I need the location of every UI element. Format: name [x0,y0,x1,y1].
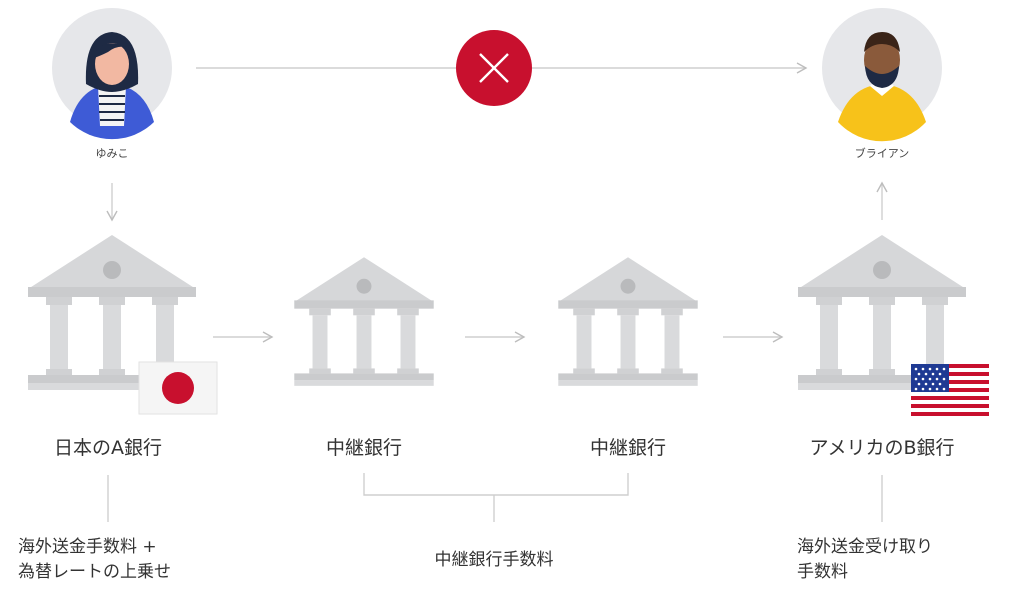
receiver-avatar [822,8,942,142]
intermediary-bank-label-2: 中継銀行 [589,437,667,459]
bank-building-icon-intermediary-1 [294,257,434,386]
destination-fee-label: 海外送金受け取り 手数料 [797,537,933,582]
destination-bank-label: アメリカのB銀行 [809,437,955,459]
origin-bank-label: 日本のA銀行 [54,437,162,459]
bank-building-icon-intermediary-2 [558,257,698,386]
japan-flag-icon [138,361,218,415]
intermediary-fee-label: 中継銀行手数料 [434,550,554,570]
fee-bracket-intermediary [363,473,629,522]
sender-name: ゆみこ [95,147,129,160]
sender-avatar [52,8,172,140]
usa-flag-icon [911,364,989,416]
intermediary-bank-label-1: 中継銀行 [325,437,403,459]
receiver-name: ブライアン [854,147,910,160]
cross-icon [456,30,532,106]
origin-fee-label: 海外送金手数料 + 為替レートの上乗せ [18,537,171,582]
